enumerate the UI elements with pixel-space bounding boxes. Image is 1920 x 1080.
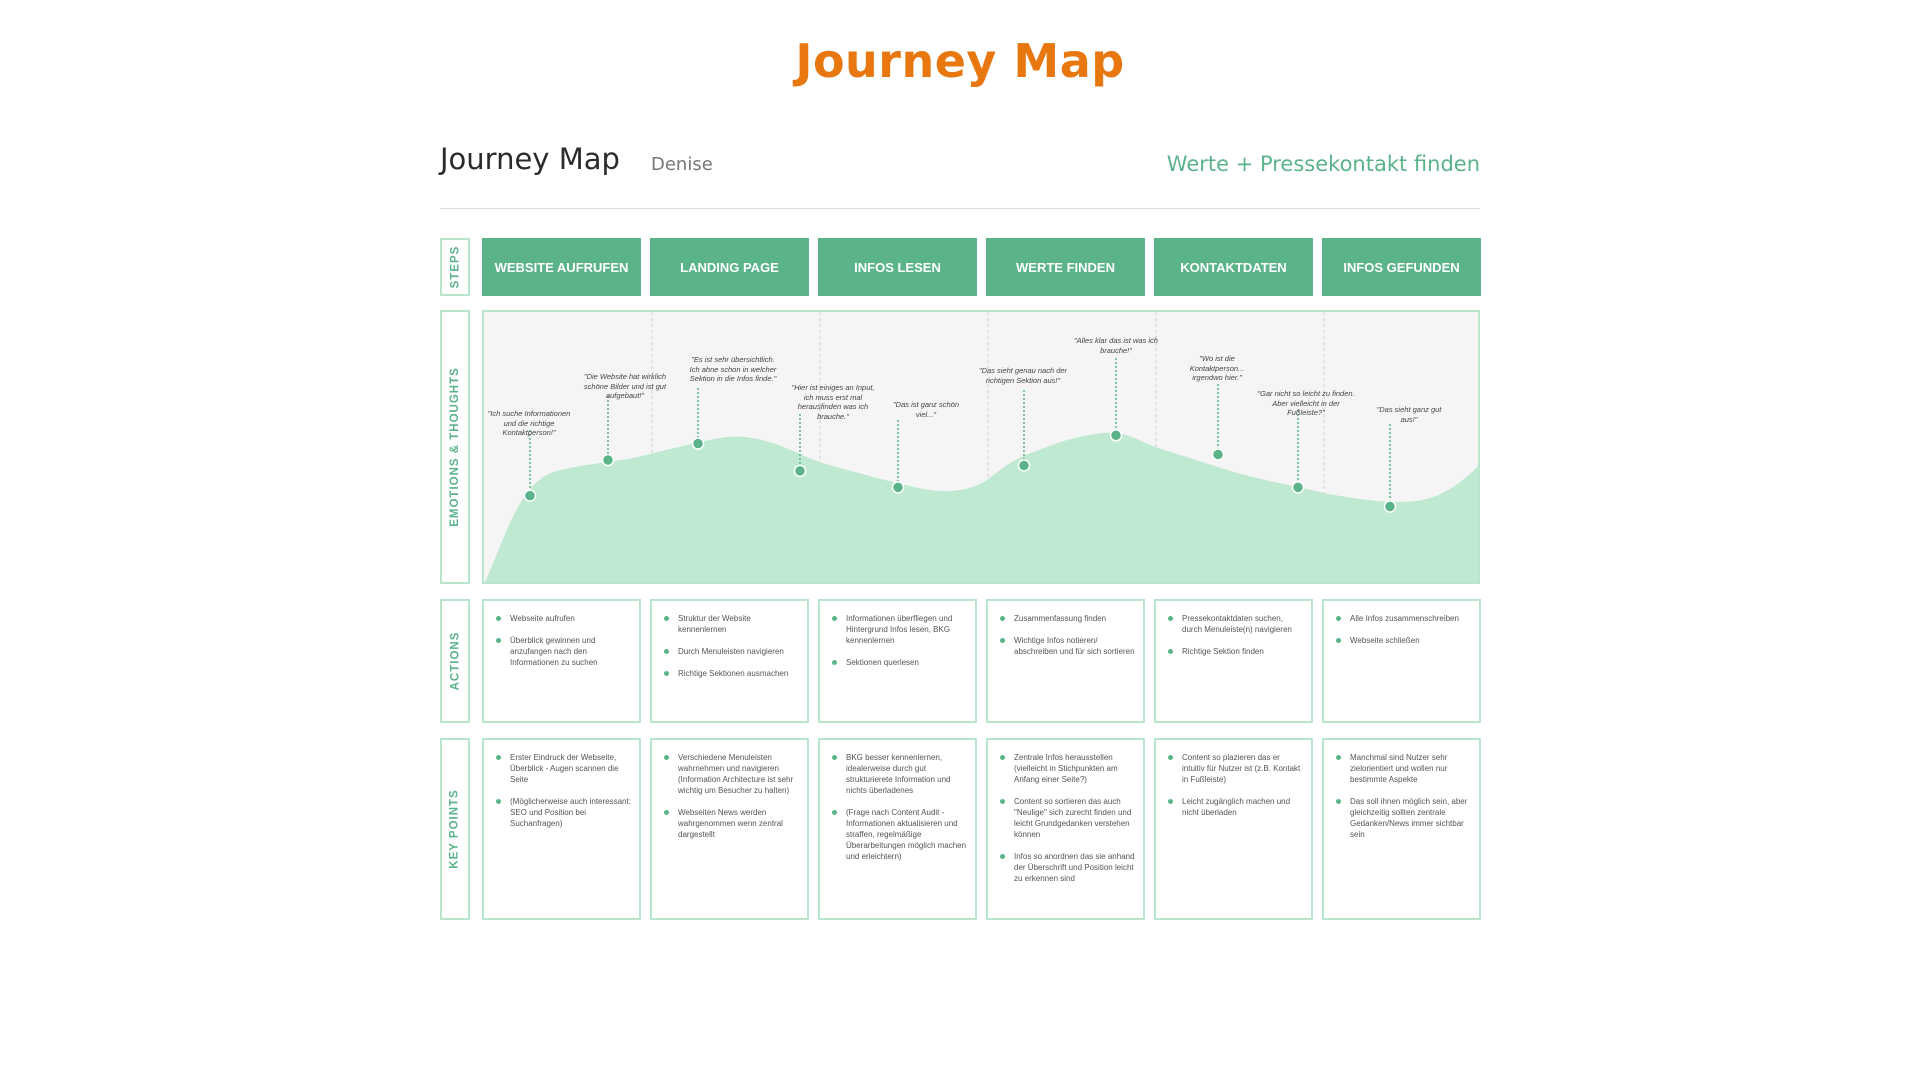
row-label-actions: ACTIONS xyxy=(440,599,470,723)
key-points-card-6: Manchmal sind Nutzer sehr zielorientiert… xyxy=(1322,738,1481,920)
step-werte-finden: WERTE FINDEN xyxy=(986,238,1145,296)
list-item: Erster Eindruck der Webseite, Überblick … xyxy=(492,752,631,785)
key-points-card-2: Verschiedene Menuleisten wahrnehmen und … xyxy=(650,738,809,920)
emotion-point xyxy=(1291,481,1305,494)
journey-map-label: Journey Map xyxy=(440,142,620,176)
step-website-aufrufen: WEBSITE AUFRUFEN xyxy=(482,238,641,296)
list-item: (Möglicherweise auch interessant: SEO un… xyxy=(492,796,631,829)
step-infos-lesen: INFOS LESEN xyxy=(818,238,977,296)
list-item: Struktur der Website kennenlernen xyxy=(660,613,799,635)
actions-card-3: Informationen überfliegen und Hintergrun… xyxy=(818,599,977,723)
list-item: Pressekontaktdaten suchen, durch Menulei… xyxy=(1164,613,1303,635)
emotion-point xyxy=(1109,429,1123,442)
actions-card-5: Pressekontaktdaten suchen, durch Menulei… xyxy=(1154,599,1313,723)
emotion-point xyxy=(891,481,905,494)
persona-name: Denise xyxy=(651,154,713,175)
list-item: Das soll ihnen möglich sein, aber gleich… xyxy=(1332,796,1471,840)
emotion-quote-1: "Ich suche Informationen und die richtig… xyxy=(487,409,571,437)
emotion-point xyxy=(601,453,615,467)
list-item: Richtige Sektion finden xyxy=(1164,646,1303,657)
row-label-key-points: KEY POINTS xyxy=(440,738,470,920)
list-item: Informationen überfliegen und Hintergrun… xyxy=(828,613,967,646)
emotion-point xyxy=(1017,459,1031,472)
row-label-key-points-text: KEY POINTS xyxy=(449,789,462,869)
list-item: BKG besser kennenlernen, idealerweise du… xyxy=(828,752,967,796)
list-item: Wichtige Infos notieren/ abschreiben und… xyxy=(996,635,1135,657)
emotion-quote-5: "Das ist ganz schön viel..." xyxy=(892,400,960,419)
list-item: Content so plazieren das er intuitiv für… xyxy=(1164,752,1303,785)
list-item: Verschiedene Menuleisten wahrnehmen und … xyxy=(660,752,799,796)
step-landing-page: LANDING PAGE xyxy=(650,238,809,296)
emotion-quote-6: "Das sieht genau nach der richtigen Sekt… xyxy=(978,366,1068,385)
emotion-quote-2: "Die Website hat wirklich schöne Bilder … xyxy=(583,372,667,400)
emotion-point xyxy=(523,489,537,502)
row-label-emotions: EMOTIONS & THOUGHTS xyxy=(440,310,470,584)
row-label-actions-text: ACTIONS xyxy=(449,631,461,691)
emotion-point xyxy=(1211,448,1225,461)
emotion-point xyxy=(691,437,705,450)
row-label-steps: STEPS xyxy=(440,238,470,296)
list-item: Zentrale Infos herausstellen (vielleicht… xyxy=(996,752,1135,785)
emotion-quote-4: "Hier ist einiges an Input, ich muss ers… xyxy=(791,383,875,421)
emotions-panel: "Ich suche Informationen und die richtig… xyxy=(482,310,1480,584)
list-item: Alle Infos zusammenschreiben xyxy=(1332,613,1471,624)
emotion-curve-area xyxy=(484,432,1478,582)
emotion-curve-chart xyxy=(484,312,1478,582)
row-label-emotions-text: EMOTIONS & THOUGHTS xyxy=(449,367,461,527)
list-item: Infos so anordnen das sie anhand der Übe… xyxy=(996,851,1135,884)
journey-goal: Werte + Pressekontakt finden xyxy=(1166,152,1480,176)
emotion-quote-7: "Alles klar das ist was ich brauche!" xyxy=(1074,336,1158,355)
emotion-point xyxy=(1383,500,1397,513)
list-item: (Frage nach Content Audit - Informatione… xyxy=(828,807,967,862)
list-item: Richtige Sektionen ausmachen xyxy=(660,668,799,679)
list-item: Sektionen querlesen xyxy=(828,657,967,668)
step-kontaktdaten: KONTAKTDATEN xyxy=(1154,238,1313,296)
key-points-card-3: BKG besser kennenlernen, idealerweise du… xyxy=(818,738,977,920)
emotion-quote-3: "Es ist sehr übersichtlich. Ich ahne sch… xyxy=(689,355,777,383)
list-item: Content so sortieren das auch "Neulige" … xyxy=(996,796,1135,840)
list-item: Webseiten News werden wahrgenommen wenn … xyxy=(660,807,799,840)
page-title: Journey Map xyxy=(795,34,1125,88)
list-item: Manchmal sind Nutzer sehr zielorientiert… xyxy=(1332,752,1471,785)
key-points-card-1: Erster Eindruck der Webseite, Überblick … xyxy=(482,738,641,920)
emotion-quote-8: "Wo ist die Kontaktperson... irgendwo hi… xyxy=(1189,354,1245,382)
header-divider xyxy=(440,208,1480,209)
emotion-point xyxy=(793,464,807,478)
key-points-card-4: Zentrale Infos herausstellen (vielleicht… xyxy=(986,738,1145,920)
journey-map-header: Journey Map Denise Werte + Pressekontakt… xyxy=(440,142,1480,182)
emotion-quote-9: "Gar nicht so leicht zu finden. Aber vie… xyxy=(1257,389,1355,417)
list-item: Durch Menuleisten navigieren xyxy=(660,646,799,657)
key-points-card-5: Content so plazieren das er intuitiv für… xyxy=(1154,738,1313,920)
list-item: Webseite aufrufen xyxy=(492,613,631,624)
step-infos-gefunden: INFOS GEFUNDEN xyxy=(1322,238,1481,296)
list-item: Leicht zugänglich machen und nicht überl… xyxy=(1164,796,1303,818)
row-label-steps-text: STEPS xyxy=(449,245,461,289)
emotion-markers xyxy=(523,358,1397,513)
emotion-quote-10: "Das sieht ganz gut aus!" xyxy=(1376,405,1442,424)
list-item: Überblick gewinnen und anzufangen nach d… xyxy=(492,635,631,668)
list-item: Webseite schließen xyxy=(1332,635,1471,646)
list-item: Zusammenfassung finden xyxy=(996,613,1135,624)
